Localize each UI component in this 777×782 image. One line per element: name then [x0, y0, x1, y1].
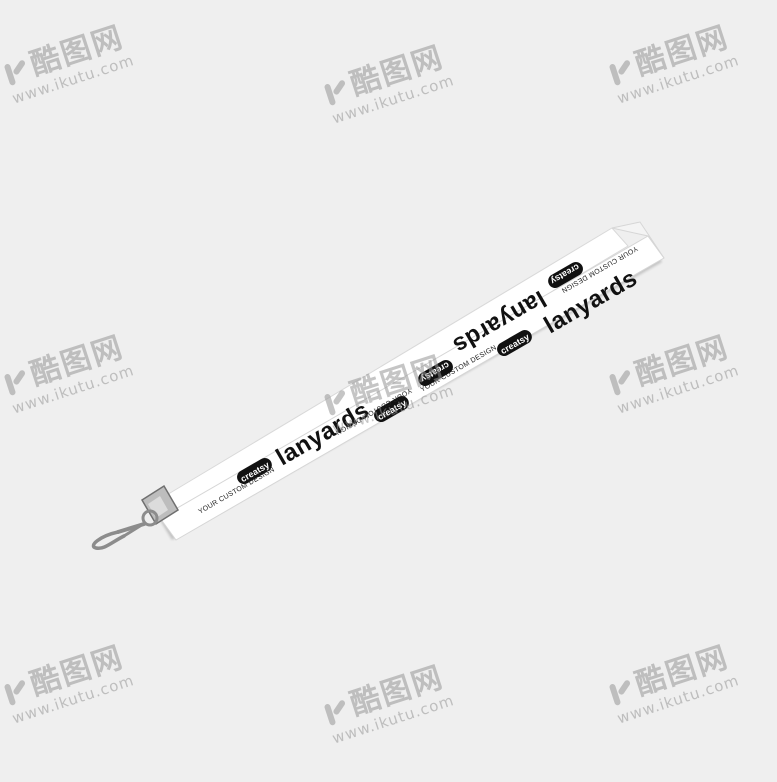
- print-badge-bg-4: [418, 359, 453, 386]
- print-badge-bg-5: [548, 261, 583, 288]
- print-badge-bg-2: [497, 330, 532, 357]
- print-badge-bg-1: [237, 458, 272, 485]
- swivel-hook: [91, 509, 159, 551]
- strap-print: lanyards lanyards creatsy creatsy creats…: [198, 244, 642, 515]
- strap-fold: [611, 221, 665, 259]
- print-badge-bg-3: [374, 396, 409, 423]
